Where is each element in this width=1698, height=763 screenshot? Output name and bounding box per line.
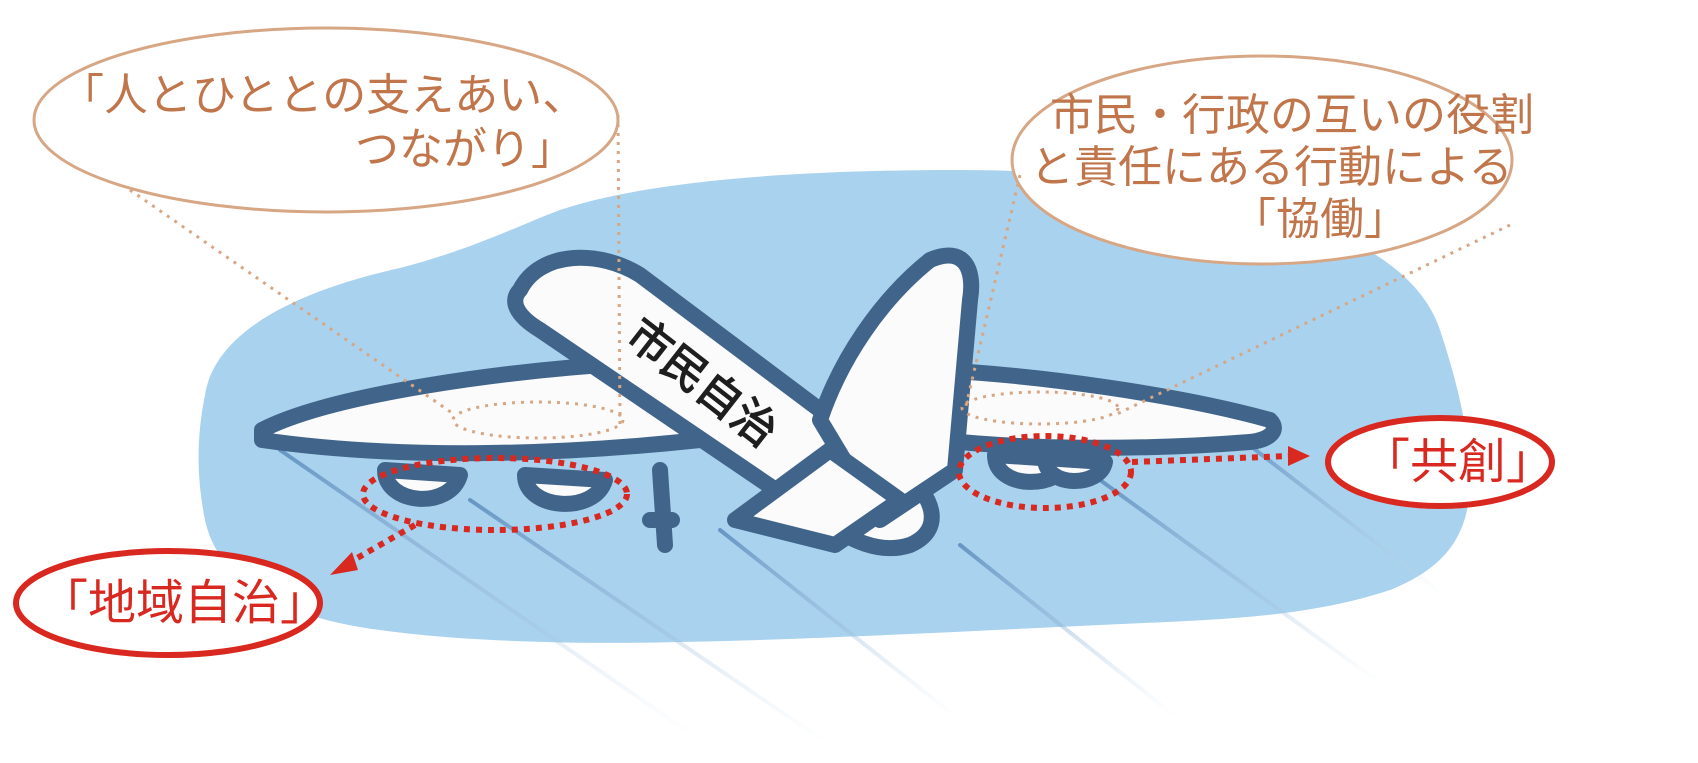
right-wing	[927, 362, 1282, 456]
contrail-4	[958, 543, 1182, 722]
label-chiiki-jichi: 「地域自治」	[40, 575, 329, 631]
highlight-left-engines	[360, 455, 630, 533]
callout-left-line2: つながり」	[355, 124, 575, 175]
callout-right-line2: と責任にある行動による	[1030, 142, 1513, 193]
callout-right-line1: 市民・行政の互いの役割	[1050, 90, 1534, 141]
tail-fin	[812, 247, 980, 528]
oval-chiiki-jichi	[13, 548, 323, 658]
arrowhead-left	[330, 552, 358, 575]
contrail-2	[468, 498, 832, 747]
arrowhead-right	[1288, 446, 1310, 466]
label-kyoso: 「共創」	[1362, 434, 1555, 490]
arrow-line-left	[343, 522, 417, 568]
leader-target-right	[960, 390, 1120, 426]
contrail-3	[718, 528, 962, 722]
oval-kyoso	[1325, 415, 1555, 509]
stabilizer	[727, 442, 908, 553]
highlights	[343, 433, 1291, 568]
callout-bubble-right	[1010, 54, 1514, 266]
contrail-5	[1098, 478, 1392, 692]
leader-target-left	[451, 400, 625, 440]
airplane	[254, 247, 1282, 557]
contrail-6	[1238, 436, 1452, 602]
contrails	[278, 436, 1452, 747]
callout-bubble-left	[32, 26, 620, 214]
contrail-1	[278, 448, 702, 742]
highlight-right-engines	[956, 433, 1134, 511]
arrow-line-right	[1131, 453, 1291, 465]
engine-left-2	[517, 467, 613, 512]
engine-left-1	[377, 462, 468, 507]
engine-right-2	[1037, 450, 1113, 489]
callout-leaders	[129, 114, 1511, 440]
callout-left-line1: 「人とひととの支えあい、	[60, 70, 587, 121]
landing-gear	[642, 462, 680, 553]
callout-right-line3: 「協働」	[1232, 194, 1408, 245]
